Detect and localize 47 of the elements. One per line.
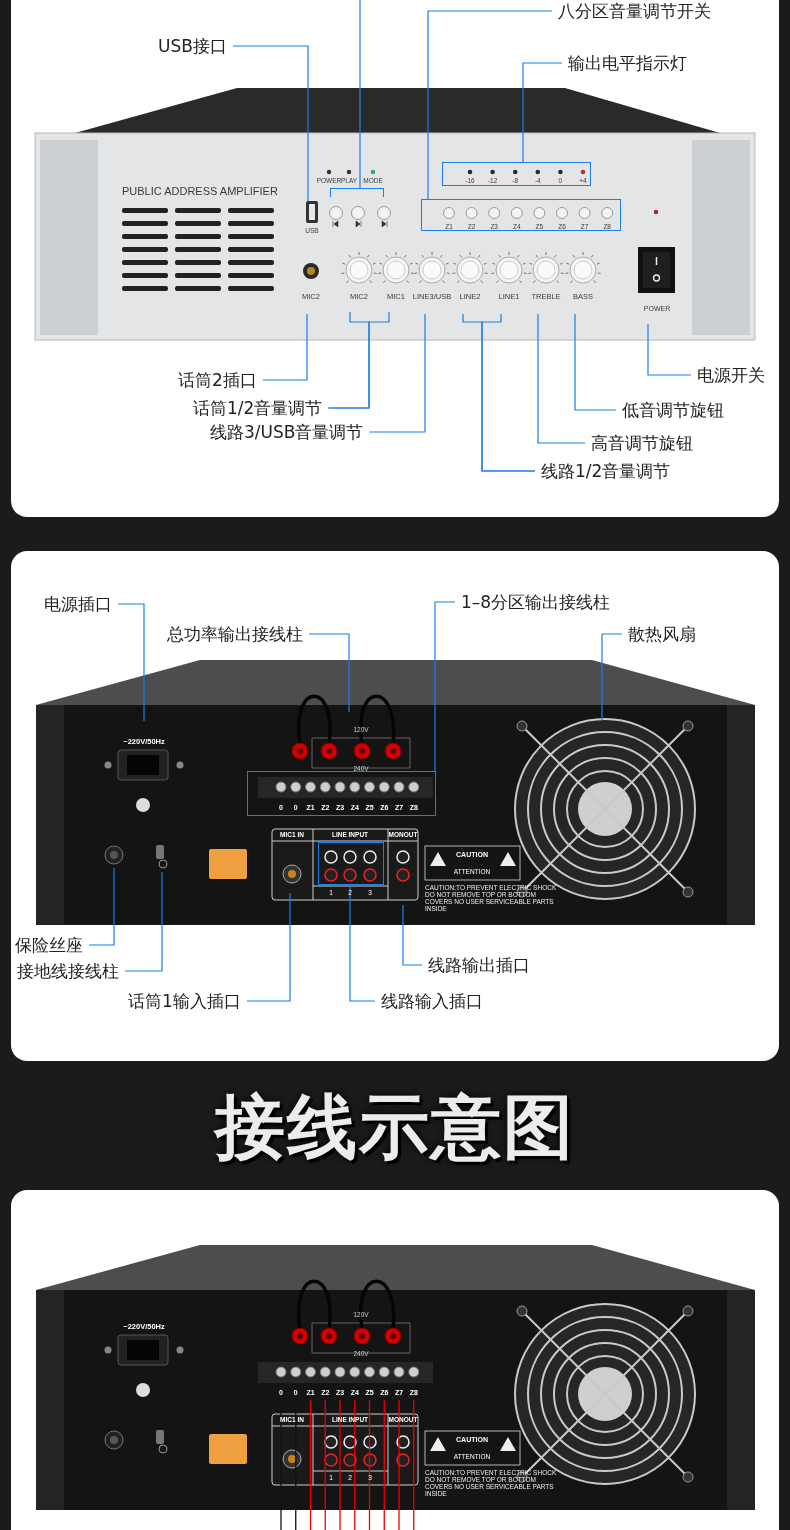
callout-text: 散热风扇 <box>628 623 696 645</box>
callout-text: 低音调节旋钮 <box>622 399 724 421</box>
leader-line <box>427 10 553 200</box>
leader-line <box>349 884 376 1002</box>
panel-text: PUBLIC ADDRESS AMPLIFIER <box>122 184 278 198</box>
leader-line <box>117 603 145 722</box>
callout-text: USB接口 <box>158 35 227 57</box>
callout-text: 输出电平指示灯 <box>568 52 687 74</box>
leader-line <box>232 45 309 202</box>
bracket <box>330 188 384 197</box>
callout-text: 线路输入插口 <box>381 990 483 1012</box>
leader-line <box>124 871 163 972</box>
callout-text: 电源插口 <box>44 593 112 615</box>
callout-text: 接地线接线柱 <box>17 960 119 982</box>
callout-text: 保险丝座 <box>15 934 83 956</box>
highlight-box <box>247 771 436 816</box>
leader-line <box>327 311 390 409</box>
leader-line <box>402 904 423 966</box>
callout-text: 话筒2插口 <box>178 369 257 391</box>
callout-text: 话筒1输入插口 <box>128 990 241 1012</box>
leader-line <box>481 313 536 472</box>
leader-line <box>537 313 586 444</box>
leader-line <box>574 313 617 411</box>
highlight-box <box>421 199 621 231</box>
callout-text: 线路输出插口 <box>428 954 530 976</box>
leader-line <box>434 601 456 772</box>
highlight-box <box>318 842 384 885</box>
callout-text: 1–8分区输出接线柱 <box>461 591 611 613</box>
highlight-box <box>442 162 591 186</box>
callout-text: 话筒1/2音量调节 <box>193 397 323 419</box>
leader-line <box>88 867 115 946</box>
callout-text: 总功率输出接线柱 <box>167 623 303 645</box>
leader-line <box>246 892 291 1002</box>
callout-text: 线路3/USB音量调节 <box>210 421 364 443</box>
callout-text: 八分区音量调节开关 <box>558 0 711 22</box>
heading: 接线示意图 <box>215 1088 575 1166</box>
leader-line <box>647 323 692 376</box>
leader-line <box>262 313 308 381</box>
leader-line <box>601 633 623 721</box>
usb-socket <box>306 201 318 223</box>
leader-line <box>308 633 350 713</box>
callout-text: 线路1/2音量调节 <box>541 460 671 482</box>
leader-line <box>359 0 361 189</box>
leader-line <box>368 313 426 433</box>
callout-text: 电源开关 <box>697 364 765 386</box>
leader-line <box>522 62 563 163</box>
callout-text: 高音调节旋钮 <box>591 432 693 454</box>
